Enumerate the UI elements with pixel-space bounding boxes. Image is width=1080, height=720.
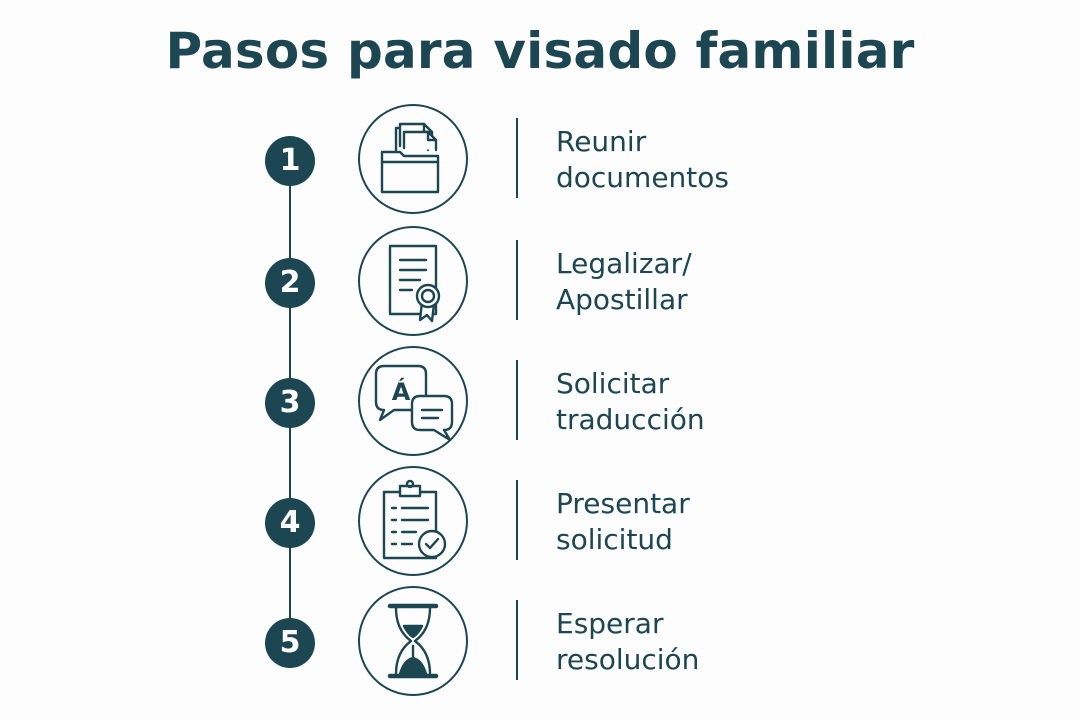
step-number-badge: 5 [265,618,315,668]
step-number-badge: 1 [265,136,315,186]
step-label-line-2: solicitud [556,523,673,556]
translation-bubbles-icon: Á [374,364,454,442]
step-divider [516,118,518,198]
step-2: 2 Legalizar/ Apostillar [0,222,1080,342]
step-5: 5 Esperar resolución [0,582,1080,702]
step-number-badge: 2 [265,258,315,308]
step-label-line-2: resolución [556,643,700,676]
step-divider [516,480,518,560]
step-label: Esperar resolución [556,606,699,678]
step-4: 4 Presentar solicitud [0,462,1080,582]
step-divider [516,360,518,440]
step-number-badge: 4 [265,498,315,548]
step-3: 3 Á Solicitar traducción [0,342,1080,462]
step-number-badge: 3 [265,378,315,428]
svg-text:Á: Á [392,377,411,406]
step-divider [516,600,518,680]
step-label-line-2: documentos [556,161,729,194]
step-label-line-1: Legalizar/ [556,247,692,280]
step-label: Legalizar/ Apostillar [556,246,692,318]
step-1: 1 Reunir documentos [0,100,1080,220]
step-label: Presentar solicitud [556,486,690,558]
step-icon-circle [358,466,468,576]
step-icon-circle [358,104,468,214]
certificate-seal-icon [388,244,441,323]
page-title: Pasos para visado familiar [165,22,915,80]
step-icon-circle [358,586,468,696]
hourglass-icon [387,603,439,679]
step-label-line-2: traducción [556,403,705,436]
step-icon-circle [358,226,468,336]
step-divider [516,240,518,320]
clipboard-check-icon [382,479,447,560]
step-label-line-1: Solicitar [556,367,670,400]
step-label: Reunir documentos [556,124,729,196]
step-label-line-1: Reunir [556,125,647,158]
step-label: Solicitar traducción [556,366,705,438]
step-label-line-1: Esperar [556,607,664,640]
step-label-line-2: Apostillar [556,283,688,316]
step-label-line-1: Presentar [556,487,690,520]
folder-documents-icon [380,122,440,194]
step-icon-circle: Á [358,346,468,456]
